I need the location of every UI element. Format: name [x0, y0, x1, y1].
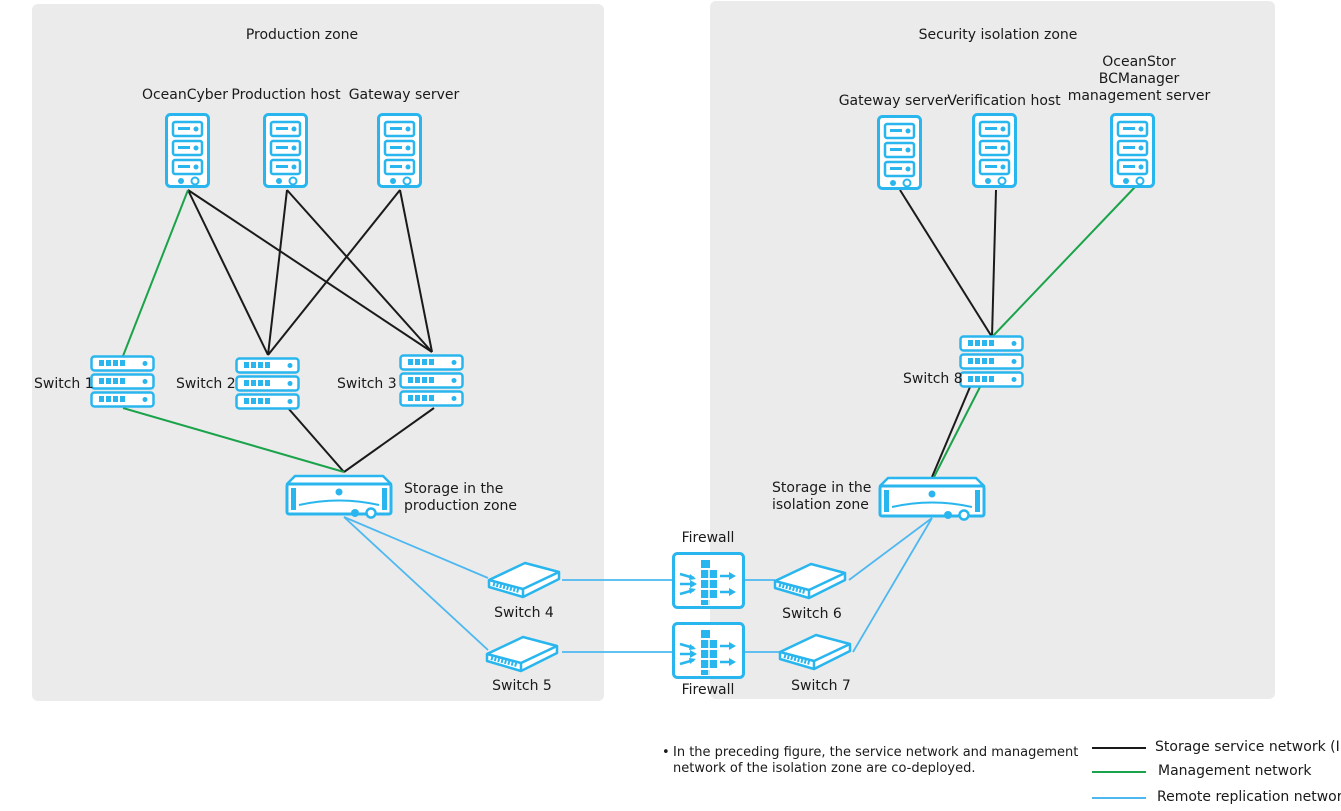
bcmanager-label: OceanStor BCManager management server	[1064, 54, 1214, 105]
oceancyber-server-icon[interactable]	[165, 113, 210, 188]
storage-iso-label-line1: Storage in the	[772, 480, 872, 496]
bcmanager-label-line2: BCManager	[1098, 71, 1180, 87]
legend-swatch-storage	[1092, 747, 1146, 749]
switch2-label: Switch 2	[176, 376, 236, 392]
verification-host-server-icon[interactable]	[972, 113, 1017, 188]
switch2-rack-icon[interactable]	[235, 357, 300, 410]
bcmanager-server-icon[interactable]	[1110, 113, 1155, 188]
gateway-server-prod-label: Gateway server	[348, 87, 460, 103]
storage-iso-label: Storage in the isolation zone	[772, 480, 871, 514]
firewall-bottom-icon[interactable]	[672, 622, 745, 679]
legend-label-storage: Storage service network (IP)	[1155, 739, 1341, 755]
storage-prod-label-line1: Storage in the	[404, 481, 504, 497]
firewall-top-label: Firewall	[681, 530, 735, 546]
footnote: • In the preceding figure, the service n…	[662, 745, 1082, 777]
firewall-bottom-label: Firewall	[681, 682, 735, 698]
switch7-label: Switch 7	[791, 678, 851, 694]
gateway-server-iso-label: Gateway server	[838, 93, 950, 109]
switch3-label: Switch 3	[337, 376, 397, 392]
footnote-bullet: •	[662, 745, 670, 760]
oceancyber-label: OceanCyber	[141, 87, 229, 103]
switch6-label: Switch 6	[782, 606, 842, 622]
legend-swatch-replication	[1092, 797, 1146, 799]
storage-service-lines	[187, 189, 997, 478]
switch8-label: Switch 8	[903, 371, 963, 387]
switch1-label: Switch 1	[34, 376, 94, 392]
switch4-label: Switch 4	[494, 605, 554, 621]
management-lines	[122, 186, 1136, 478]
storage-iso-icon[interactable]	[878, 476, 986, 521]
gateway-server-prod-icon[interactable]	[377, 113, 422, 188]
legend-swatch-management	[1092, 771, 1146, 773]
storage-iso-label-line2: isolation zone	[772, 497, 869, 513]
storage-prod-label: Storage in the production zone	[404, 481, 517, 515]
bcmanager-label-line1: OceanStor	[1102, 54, 1176, 70]
storage-prod-label-line2: production zone	[404, 498, 518, 514]
bcmanager-label-line3: management server	[1067, 88, 1211, 104]
isolation-zone-title: Security isolation zone	[918, 27, 1078, 43]
switch5-label: Switch 5	[492, 678, 552, 694]
production-host-server-icon[interactable]	[263, 113, 308, 188]
switch1-rack-icon[interactable]	[90, 355, 155, 408]
legend-label-management: Management network	[1158, 763, 1312, 779]
gateway-server-iso-icon[interactable]	[877, 115, 922, 190]
storage-prod-icon[interactable]	[285, 474, 393, 519]
firewall-top-icon[interactable]	[672, 552, 745, 609]
switch8-rack-icon[interactable]	[959, 335, 1024, 388]
legend-label-replication: Remote replication network	[1157, 789, 1341, 805]
production-host-label: Production host	[231, 87, 341, 103]
footnote-text: In the preceding figure, the service net…	[673, 745, 1079, 776]
replication-lines	[343, 516, 933, 653]
production-zone-title: Production zone	[245, 27, 359, 43]
verification-host-label: Verification host	[947, 93, 1061, 109]
switch3-rack-icon[interactable]	[399, 354, 464, 407]
